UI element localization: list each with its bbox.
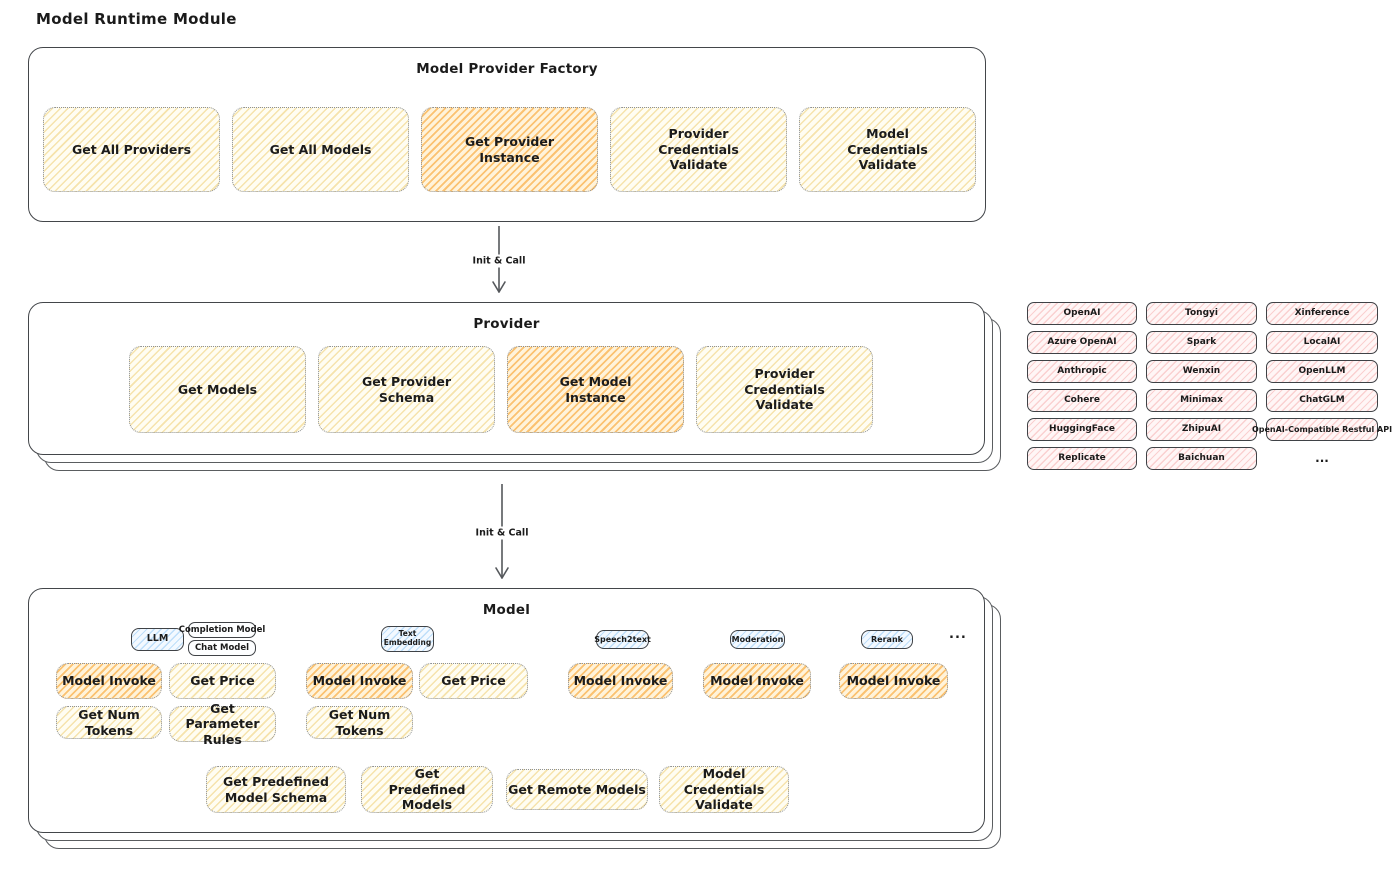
box-get-model-instance: Get Model Instance <box>507 346 684 433</box>
box-get-all-providers: Get All Providers <box>43 107 220 192</box>
provider-card: Provider Get Models Get Provider Schema … <box>28 302 985 455</box>
provider-item-openai-compatible: OpenAI-Compatible Restful API <box>1252 418 1392 441</box>
box-get-provider-schema: Get Provider Schema <box>318 346 495 433</box>
box-get-predefined-models: Get Predefined Models <box>361 766 493 813</box>
box-model-invoke-rerank: Model Invoke <box>839 663 948 699</box>
provider-item-zhipuai: ZhipuAI <box>1146 418 1257 441</box>
provider-item-tongyi: Tongyi <box>1146 302 1257 325</box>
arrow-init-call-1: Init & Call <box>468 226 530 296</box>
badge-text-embedding: Text Embedding <box>381 626 434 652</box>
more-model-types-ellipsis: ... <box>949 627 967 642</box>
provider-item-huggingface: HuggingFace <box>1027 418 1137 441</box>
factory-section: Model Provider Factory Get All Providers… <box>28 47 986 222</box>
more-providers-ellipsis: ... <box>1315 451 1329 466</box>
factory-card: Model Provider Factory Get All Providers… <box>28 47 986 222</box>
provider-item-replicate: Replicate <box>1027 447 1137 470</box>
badge-chat-model: Chat Model <box>188 640 256 656</box>
arrow-1-label: Init & Call <box>468 254 530 268</box>
box-get-num-tokens-llm: Get Num Tokens <box>56 706 162 739</box>
model-card: Model LLM Completion Model Chat Model Te… <box>28 588 985 833</box>
box-model-invoke-speech2text: Model Invoke <box>568 663 673 699</box>
provider-title: Provider <box>473 316 540 332</box>
provider-item-spark: Spark <box>1146 331 1257 354</box>
badge-completion-model: Completion Model <box>179 622 265 638</box>
box-get-provider-instance: Get Provider Instance <box>421 107 598 192</box>
box-model-invoke-llm: Model Invoke <box>56 663 162 699</box>
badge-speech2text: Speech2text <box>594 630 651 649</box>
box-model-invoke-text-embedding: Model Invoke <box>306 663 413 699</box>
badge-moderation: Moderation <box>730 630 785 649</box>
badge-rerank: Rerank <box>861 630 913 649</box>
provider-item-minimax: Minimax <box>1146 389 1257 412</box>
box-get-all-models: Get All Models <box>232 107 409 192</box>
box-get-price-llm: Get Price <box>169 663 276 699</box>
model-title: Model <box>482 602 531 618</box>
provider-item-chatglm: ChatGLM <box>1266 389 1378 412</box>
model-section: Model LLM Completion Model Chat Model Te… <box>28 588 1001 849</box>
box-model-credentials-validate: Model Credentials Validate <box>799 107 976 192</box>
box-get-predefined-model-schema: Get Predefined Model Schema <box>206 766 346 813</box>
provider-item-anthropic: Anthropic <box>1027 360 1137 383</box>
badge-llm: LLM <box>131 628 184 651</box>
provider-item-xinference: Xinference <box>1266 302 1378 325</box>
box-provider-credentials-validate: Provider Credentials Validate <box>610 107 787 192</box>
provider-boxes-row: Get Models Get Provider Schema Get Model… <box>129 346 873 433</box>
provider-item-azure-openai: Azure OpenAI <box>1027 331 1137 354</box>
providers-grid: OpenAI Tongyi Xinference Azure OpenAI Sp… <box>1027 302 1392 470</box>
arrow-init-call-2: Init & Call <box>471 484 533 582</box>
box-get-models: Get Models <box>129 346 306 433</box>
box-get-remote-models: Get Remote Models <box>506 769 648 810</box>
box-get-parameter-rules-llm: Get Parameter Rules <box>169 701 276 747</box>
provider-item-baichuan: Baichuan <box>1146 447 1257 470</box>
box-model-invoke-moderation: Model Invoke <box>703 663 811 699</box>
provider-item-cohere: Cohere <box>1027 389 1137 412</box>
factory-boxes-row: Get All Providers Get All Models Get Pro… <box>43 107 976 192</box>
box-provider-credentials-validate-2: Provider Credentials Validate <box>696 346 873 433</box>
provider-section: Provider Get Models Get Provider Schema … <box>28 302 1001 471</box>
provider-item-localai: LocalAI <box>1266 331 1378 354</box>
arrow-2-label: Init & Call <box>471 526 533 540</box>
page-title: Model Runtime Module <box>36 10 237 28</box>
provider-item-wenxin: Wenxin <box>1146 360 1257 383</box>
box-model-credentials-validate-2: Model Credentials Validate <box>659 766 789 813</box>
provider-item-openai: OpenAI <box>1027 302 1137 325</box>
box-get-price-text-embedding: Get Price <box>419 663 528 699</box>
factory-title: Model Provider Factory <box>416 61 598 77</box>
provider-item-openllm: OpenLLM <box>1266 360 1378 383</box>
box-get-num-tokens-text-embedding: Get Num Tokens <box>306 706 413 739</box>
